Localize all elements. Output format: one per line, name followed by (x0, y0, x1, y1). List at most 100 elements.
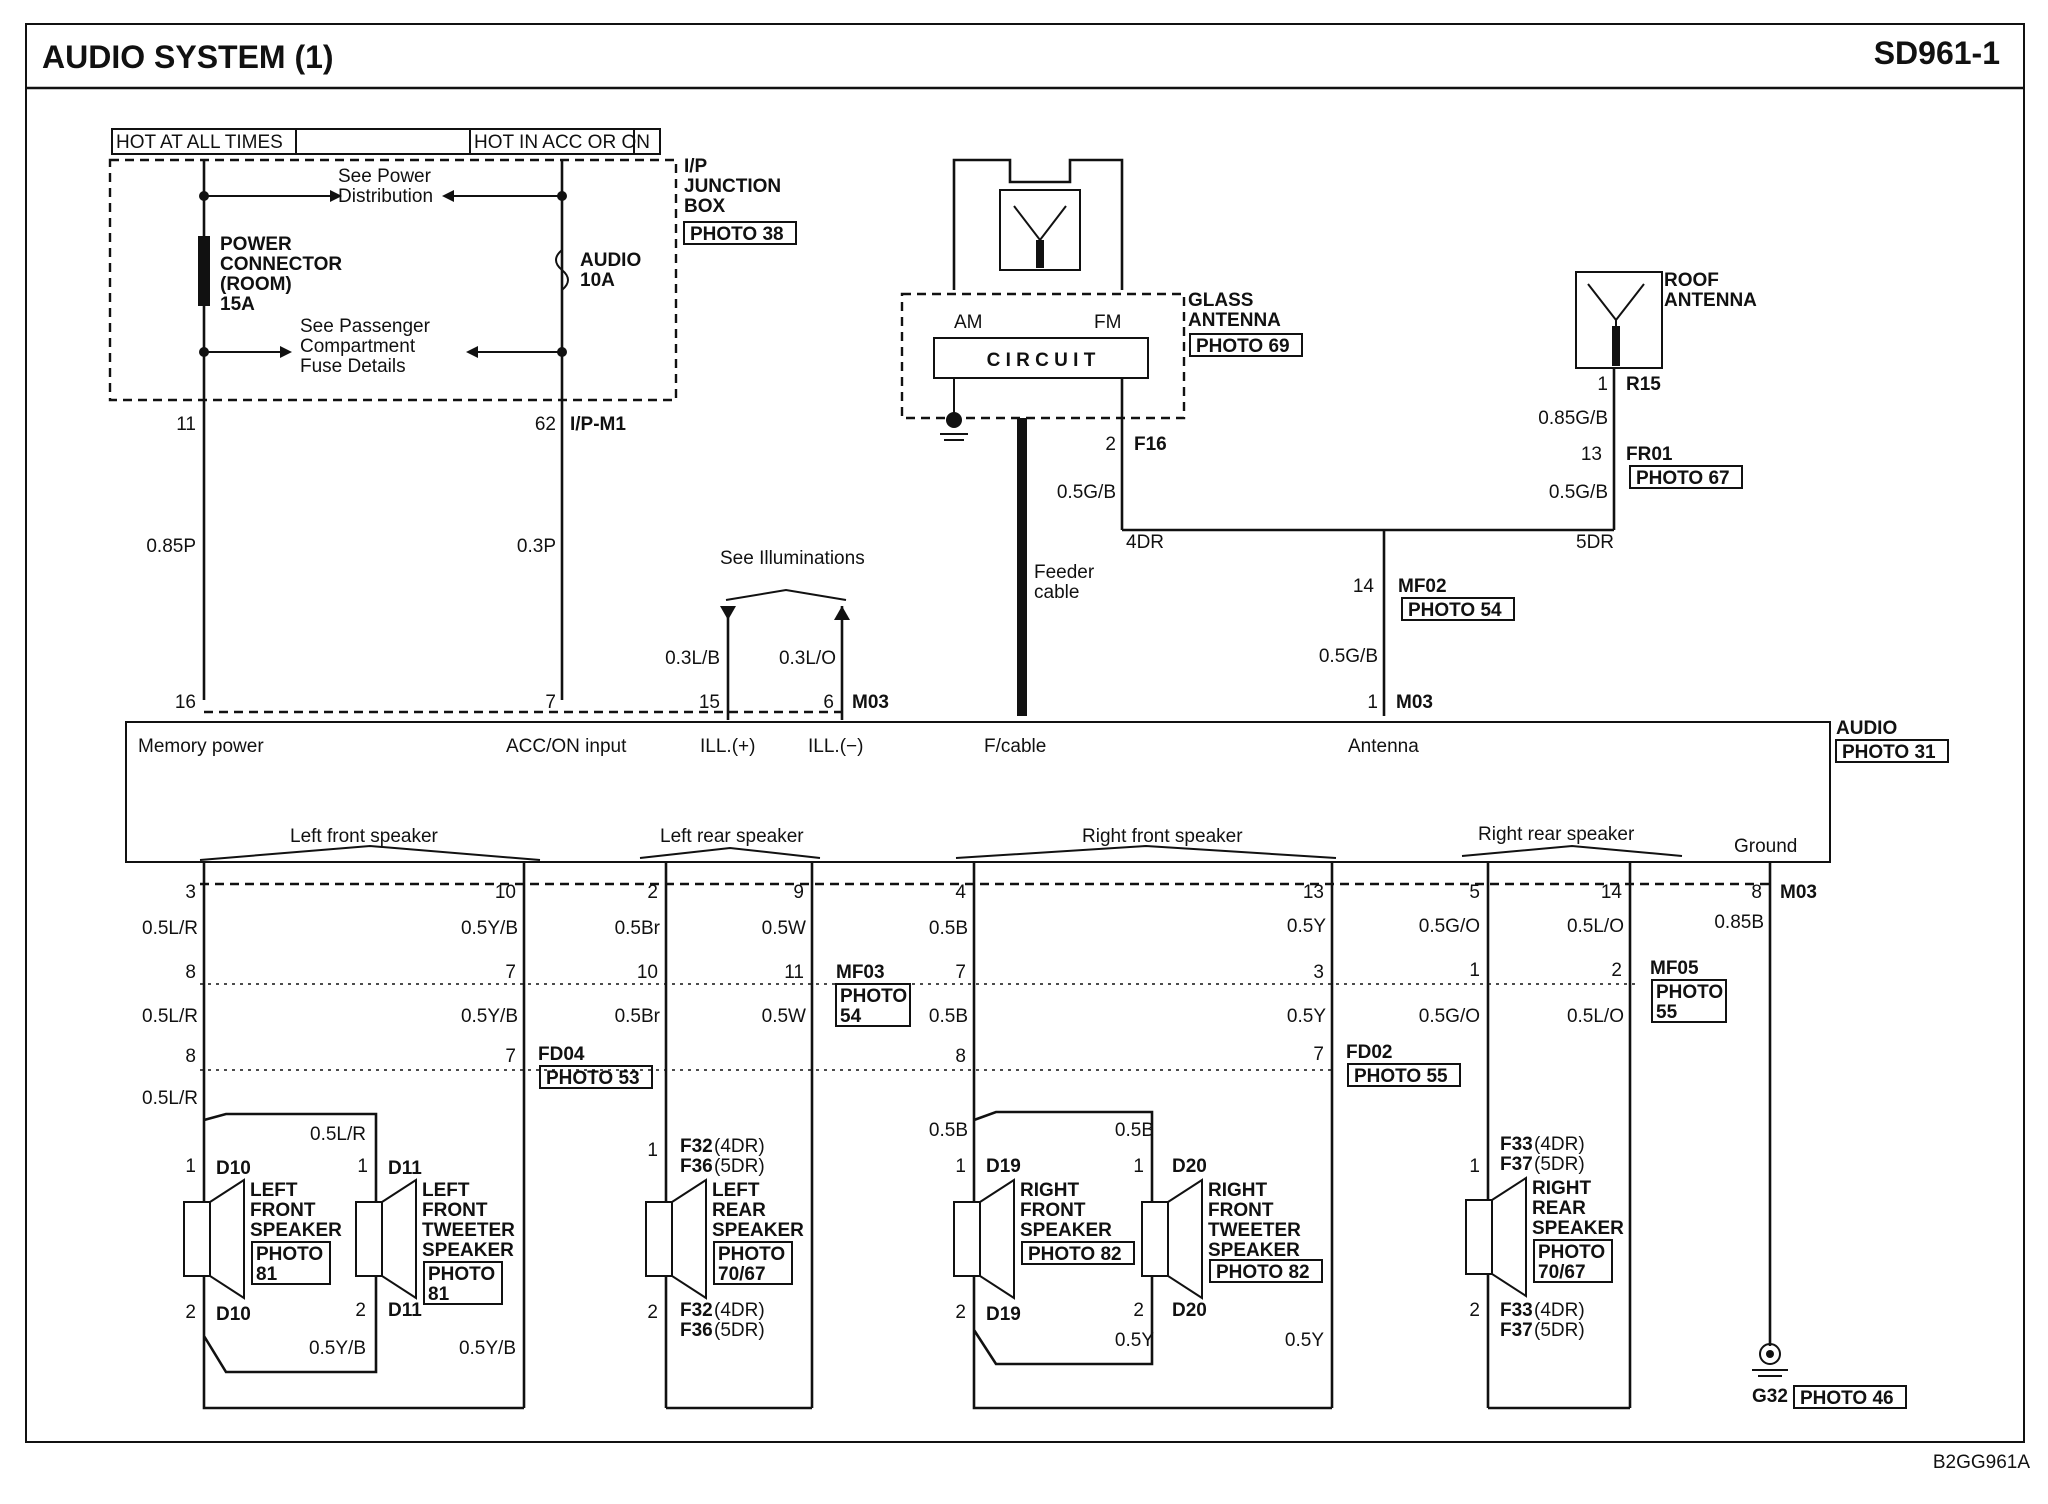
svg-text:F37: F37 (1500, 1154, 1533, 1175)
svg-text:0.5B: 0.5B (929, 1006, 968, 1027)
svg-text:F33: F33 (1500, 1134, 1533, 1155)
svg-text:F16: F16 (1134, 434, 1167, 455)
svg-text:M03: M03 (1780, 882, 1817, 903)
svg-text:SPEAKER: SPEAKER (712, 1220, 804, 1241)
svg-text:See Passenger: See Passenger (300, 316, 431, 337)
left-front-speaker-coil (183, 1201, 211, 1277)
svg-text:13: 13 (1581, 444, 1602, 465)
svg-text:M03: M03 (1396, 692, 1433, 713)
svg-text:9: 9 (793, 882, 804, 903)
svg-text:0.5Y/B: 0.5Y/B (459, 1338, 516, 1359)
svg-text:(4DR): (4DR) (714, 1300, 765, 1321)
right-front-tweeter-cone (1167, 1178, 1203, 1300)
svg-text:8: 8 (185, 962, 196, 983)
svg-text:10: 10 (495, 882, 516, 903)
svg-text:CONNECTOR: CONNECTOR (220, 254, 342, 275)
left-rear-speaker-coil (645, 1201, 673, 1277)
svg-text:(5DR): (5DR) (1534, 1320, 1585, 1341)
svg-text:3: 3 (185, 882, 196, 903)
svg-text:SPEAKER: SPEAKER (250, 1220, 342, 1241)
svg-text:Left rear speaker: Left rear speaker (660, 826, 804, 847)
svg-text:1: 1 (1469, 960, 1480, 981)
svg-text:REAR: REAR (1532, 1198, 1586, 1219)
svg-text:0.5G/B: 0.5G/B (1549, 482, 1608, 503)
svg-text:MF05: MF05 (1650, 958, 1699, 979)
svg-text:FD04: FD04 (538, 1044, 585, 1065)
svg-text:7: 7 (545, 692, 556, 713)
svg-text:Compartment: Compartment (300, 336, 416, 357)
svg-text:62: 62 (535, 414, 556, 435)
roof-antenna (1575, 271, 1663, 369)
svg-text:F33: F33 (1500, 1300, 1533, 1321)
svg-text:8: 8 (955, 1046, 966, 1067)
svg-text:MF03: MF03 (836, 962, 885, 983)
svg-text:0.85P: 0.85P (146, 536, 196, 557)
svg-text:0.5Y: 0.5Y (1287, 916, 1326, 937)
left-front-tweeter-cone (381, 1178, 417, 1300)
svg-text:BOX: BOX (684, 196, 726, 217)
svg-text:PHOTO: PHOTO (256, 1244, 323, 1265)
svg-text:0.5Y/B: 0.5Y/B (461, 918, 518, 939)
svg-text:0.3P: 0.3P (517, 536, 556, 557)
connector-ip-m1: I/P-M1 (570, 414, 626, 435)
svg-text:10: 10 (637, 962, 658, 983)
svg-text:0.5Br: 0.5Br (615, 1006, 661, 1027)
svg-text:ACC/ON input: ACC/ON input (506, 736, 627, 757)
svg-text:4DR: 4DR (1126, 532, 1164, 553)
svg-text:(4DR): (4DR) (1534, 1134, 1585, 1155)
svg-text:REAR: REAR (712, 1200, 766, 1221)
svg-text:D19: D19 (986, 1156, 1021, 1177)
svg-text:D20: D20 (1172, 1156, 1207, 1177)
svg-text:PHOTO 55: PHOTO 55 (1354, 1066, 1448, 1087)
svg-text:FD02: FD02 (1346, 1042, 1392, 1063)
svg-text:PHOTO: PHOTO (428, 1264, 495, 1285)
svg-text:SPEAKER: SPEAKER (422, 1240, 514, 1261)
svg-text:11: 11 (176, 414, 196, 435)
svg-text:0.5W: 0.5W (762, 918, 806, 939)
svg-text:1: 1 (955, 1156, 966, 1177)
svg-text:7: 7 (505, 962, 516, 983)
svg-text:Ground: Ground (1734, 836, 1797, 857)
svg-text:0.5L/R: 0.5L/R (142, 1006, 198, 1027)
svg-text:2: 2 (185, 1302, 196, 1323)
svg-text:G32: G32 (1752, 1386, 1788, 1407)
svg-text:PHOTO 67: PHOTO 67 (1636, 468, 1730, 489)
svg-text:ANTENNA: ANTENNA (1188, 310, 1281, 331)
svg-text:PHOTO 82: PHOTO 82 (1216, 1262, 1310, 1283)
hot-acc-label: HOT IN ACC OR ON (474, 132, 650, 153)
svg-text:4: 4 (955, 882, 966, 903)
figure-ref: B2GG961A (1933, 1452, 2030, 1473)
svg-text:14: 14 (1601, 882, 1623, 903)
svg-text:5DR: 5DR (1576, 532, 1614, 553)
svg-text:0.5Br: 0.5Br (615, 918, 661, 939)
svg-text:13: 13 (1303, 882, 1324, 903)
svg-text:SPEAKER: SPEAKER (1532, 1218, 1624, 1239)
svg-text:TWEETER: TWEETER (1208, 1220, 1301, 1241)
svg-text:0.5Y: 0.5Y (1115, 1330, 1154, 1351)
right-rear-speaker-coil (1465, 1199, 1493, 1275)
svg-text:2: 2 (1469, 1300, 1480, 1321)
svg-text:PHOTO 46: PHOTO 46 (1800, 1388, 1894, 1409)
audio-unit (125, 721, 1831, 863)
svg-text:D11: D11 (388, 1300, 422, 1321)
svg-text:See Illuminations: See Illuminations (720, 548, 865, 569)
svg-text:ROOF: ROOF (1664, 270, 1719, 291)
svg-text:8: 8 (1751, 882, 1762, 903)
svg-text:PHOTO: PHOTO (1656, 982, 1723, 1003)
svg-text:AUDIO: AUDIO (1836, 718, 1897, 739)
svg-text:2: 2 (647, 1302, 658, 1323)
svg-text:SPEAKER: SPEAKER (1208, 1240, 1300, 1261)
svg-text:0.5L/R: 0.5L/R (142, 918, 198, 939)
glass-antenna-element (952, 158, 1124, 290)
svg-text:70/67: 70/67 (718, 1264, 766, 1285)
circuit-label: C I R C U I T (987, 350, 1096, 371)
svg-text:8: 8 (185, 1046, 196, 1067)
svg-text:81: 81 (256, 1264, 278, 1285)
svg-text:10A: 10A (580, 270, 615, 291)
svg-text:GLASS: GLASS (1188, 290, 1253, 311)
svg-text:Right front speaker: Right front speaker (1082, 826, 1243, 847)
svg-text:JUNCTION: JUNCTION (684, 176, 781, 197)
svg-text:(5DR): (5DR) (714, 1320, 765, 1341)
svg-text:R15: R15 (1626, 374, 1661, 395)
